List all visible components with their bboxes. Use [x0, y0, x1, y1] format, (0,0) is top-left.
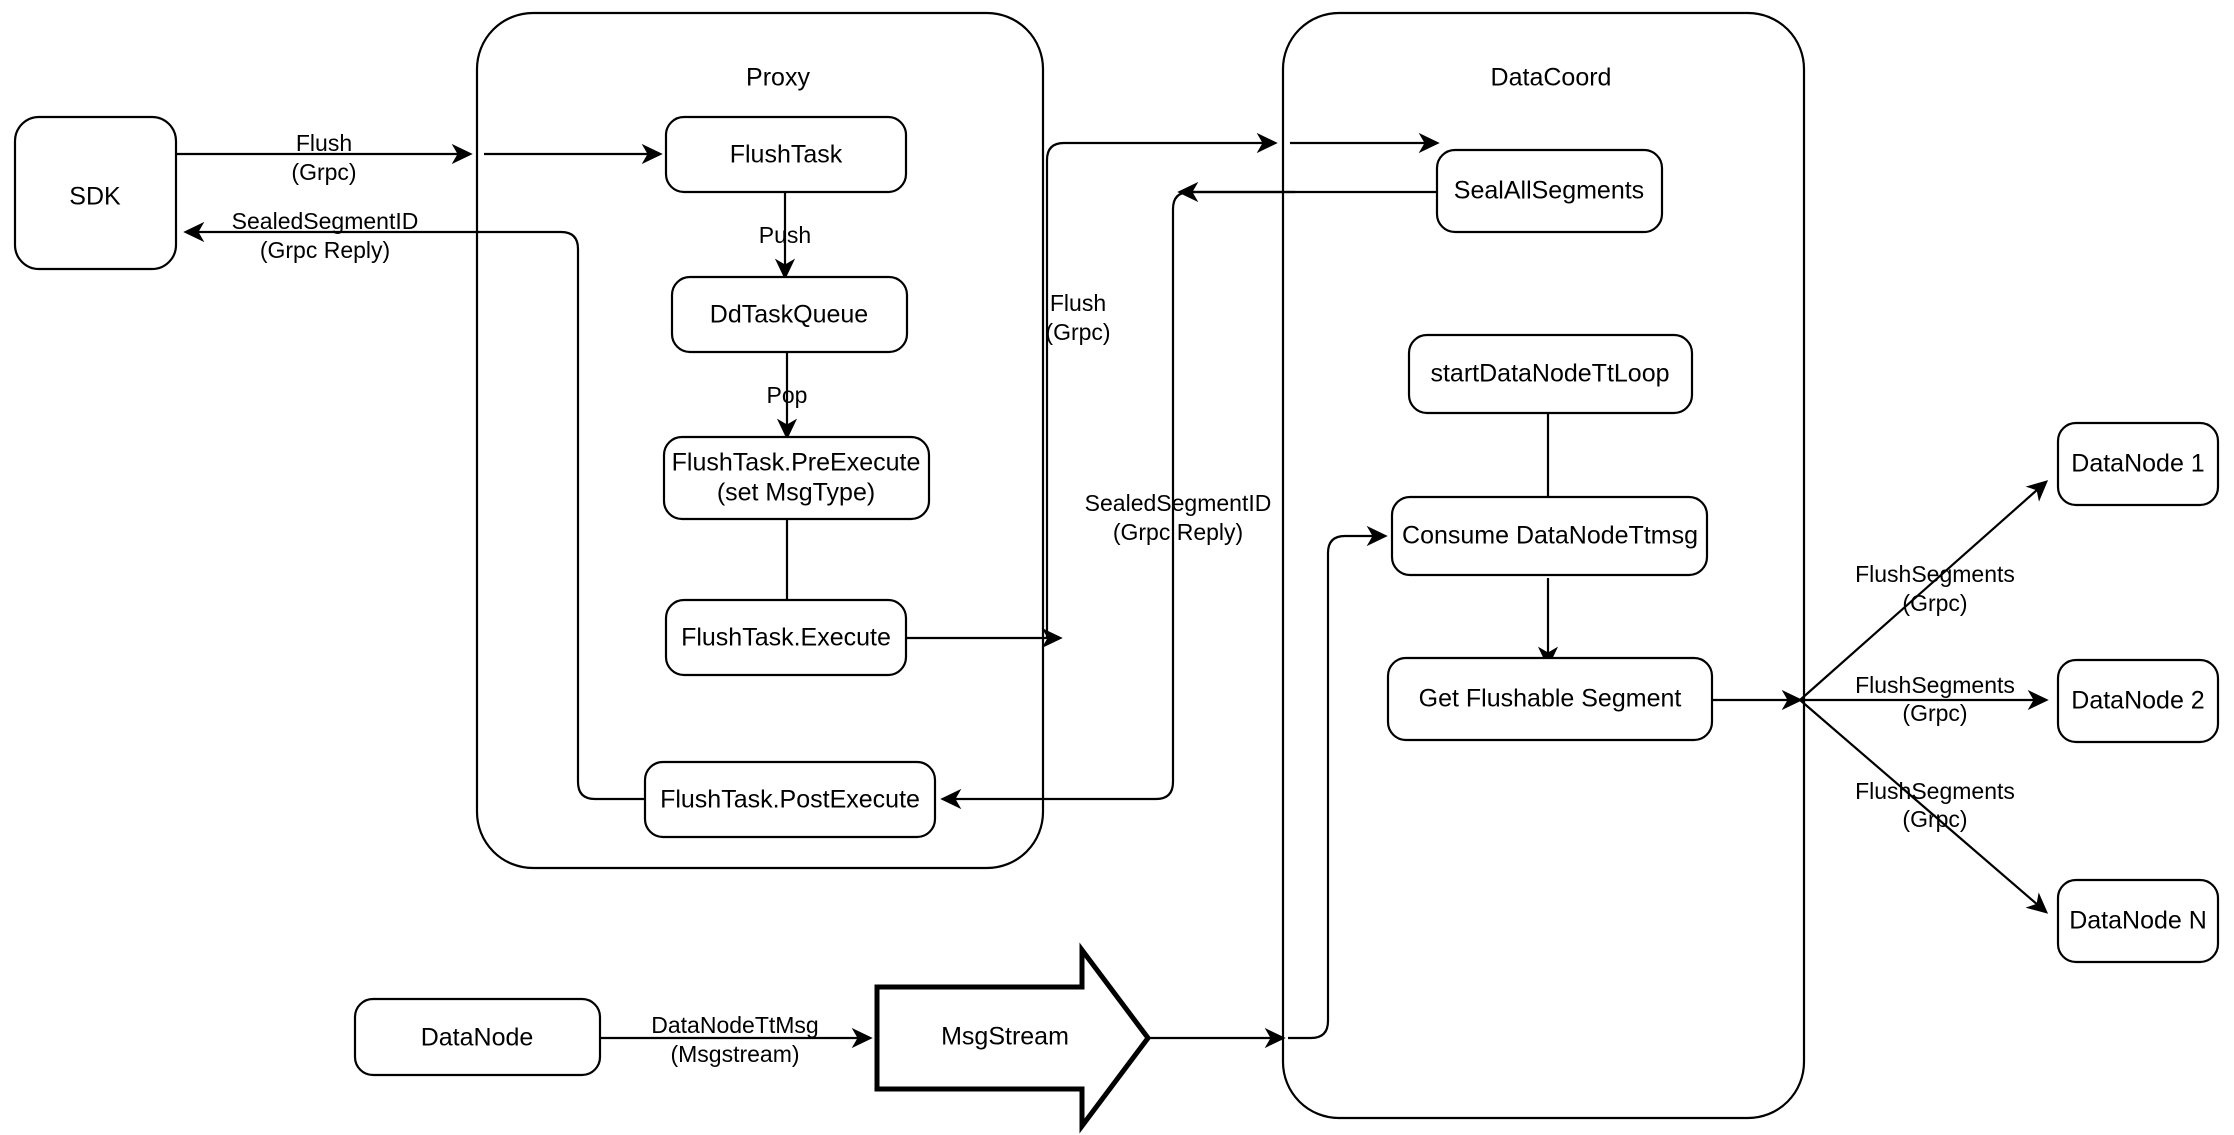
node-datanode-source-label: DataNode — [421, 1024, 534, 1052]
edge-label-push: Push — [759, 222, 811, 248]
edge-label-flushsegments-n-line1: FlushSegments — [1855, 778, 2015, 804]
edge-label-flushsegments-1-line2: (Grpc) — [1902, 590, 1967, 616]
edge-proxy-to-datacoord-flush — [1045, 132, 1278, 638]
node-consume-datanode-ttmsg-label: Consume DataNodeTtmsg — [1402, 522, 1698, 550]
edge-label-flushsegments-2-line1: FlushSegments — [1855, 672, 2015, 698]
datacoord-group-container — [1281, 11, 1806, 1120]
edge-label-pop: Pop — [767, 382, 808, 408]
node-flushtask-preexecute[interactable] — [662, 435, 931, 521]
edge-label-proxy-flush-grpc-line2: (Grpc) — [1045, 319, 1110, 345]
edge-label-datanodettmsg-line1: DataNodeTtMsg — [651, 1012, 818, 1038]
node-flushtask-execute[interactable] — [664, 598, 908, 677]
edge-label-coord-sealedsegmentid-line1: SealedSegmentID — [1085, 490, 1272, 516]
edge-label-proxy-flush-grpc-line1: Flush — [1050, 290, 1106, 316]
node-flushtask[interactable] — [664, 115, 908, 194]
edge-junction-to-datanode-1 — [1799, 480, 2049, 701]
node-get-flushable-segment[interactable] — [1386, 656, 1714, 742]
node-flushtask-preexecute-label-line2: (set MsgType) — [717, 479, 875, 507]
node-datanode-n[interactable] — [2056, 878, 2220, 964]
node-datanode-1-label: DataNode 1 — [2071, 450, 2204, 478]
node-ddtaskqueue[interactable] — [670, 275, 909, 354]
edge-junction-to-datanode-n — [1799, 699, 2049, 914]
node-sealallsegments-label: SealAllSegments — [1454, 177, 1644, 205]
edge-label-flushsegments-1-line1: FlushSegments — [1855, 561, 2015, 587]
node-datanode-n-label: DataNode N — [2069, 907, 2207, 935]
node-start-datanode-tt-loop-label: startDataNodeTtLoop — [1430, 360, 1669, 388]
node-get-flushable-segment-label: Get Flushable Segment — [1419, 685, 1682, 713]
edge-label-flush-grpc-line1: Flush — [296, 130, 352, 156]
node-datanode-2[interactable] — [2056, 658, 2220, 744]
node-msgstream-label: MsgStream — [941, 1023, 1069, 1051]
edge-label-sealedsegmentid-reply-line2: (Grpc Reply) — [260, 237, 390, 263]
node-sealallsegments[interactable] — [1435, 148, 1664, 234]
node-flushtask-postexecute[interactable] — [643, 760, 937, 839]
edge-postexecute-to-sdk — [183, 221, 645, 801]
edge-label-sealedsegmentid-reply-line1: SealedSegmentID — [232, 208, 419, 234]
node-sdk-label: SDK — [69, 183, 121, 211]
node-flushtask-label: FlushTask — [730, 141, 843, 169]
node-flushtask-preexecute-label-line1: FlushTask.PreExecute — [672, 449, 921, 477]
node-datanode-source[interactable] — [353, 997, 602, 1077]
node-msgstream-arrow-shape[interactable] — [874, 942, 1152, 1134]
edge-msgstream-routing-to-consume — [1288, 525, 1388, 1040]
node-datanode-1[interactable] — [2056, 421, 2220, 507]
node-flushtask-execute-label: FlushTask.Execute — [681, 624, 891, 652]
edge-label-flushsegments-n-line2: (Grpc) — [1902, 806, 1967, 832]
proxy-group-container — [475, 11, 1045, 870]
node-flushtask-postexecute-label: FlushTask.PostExecute — [660, 786, 920, 814]
edge-label-coord-sealedsegmentid-line2: (Grpc Reply) — [1113, 519, 1243, 545]
node-ddtaskqueue-label: DdTaskQueue — [710, 301, 868, 329]
proxy-group-label: Proxy — [746, 64, 810, 92]
edge-label-datanodettmsg-line2: (Msgstream) — [670, 1041, 799, 1067]
edge-label-flushsegments-2-line2: (Grpc) — [1902, 700, 1967, 726]
node-consume-datanode-ttmsg[interactable] — [1390, 495, 1709, 577]
node-sdk[interactable] — [13, 115, 178, 271]
node-start-datanode-tt-loop[interactable] — [1407, 333, 1694, 415]
edge-label-flush-grpc-line2: (Grpc) — [291, 159, 356, 185]
node-datanode-2-label: DataNode 2 — [2071, 687, 2204, 715]
datacoord-group-label: DataCoord — [1491, 64, 1612, 92]
